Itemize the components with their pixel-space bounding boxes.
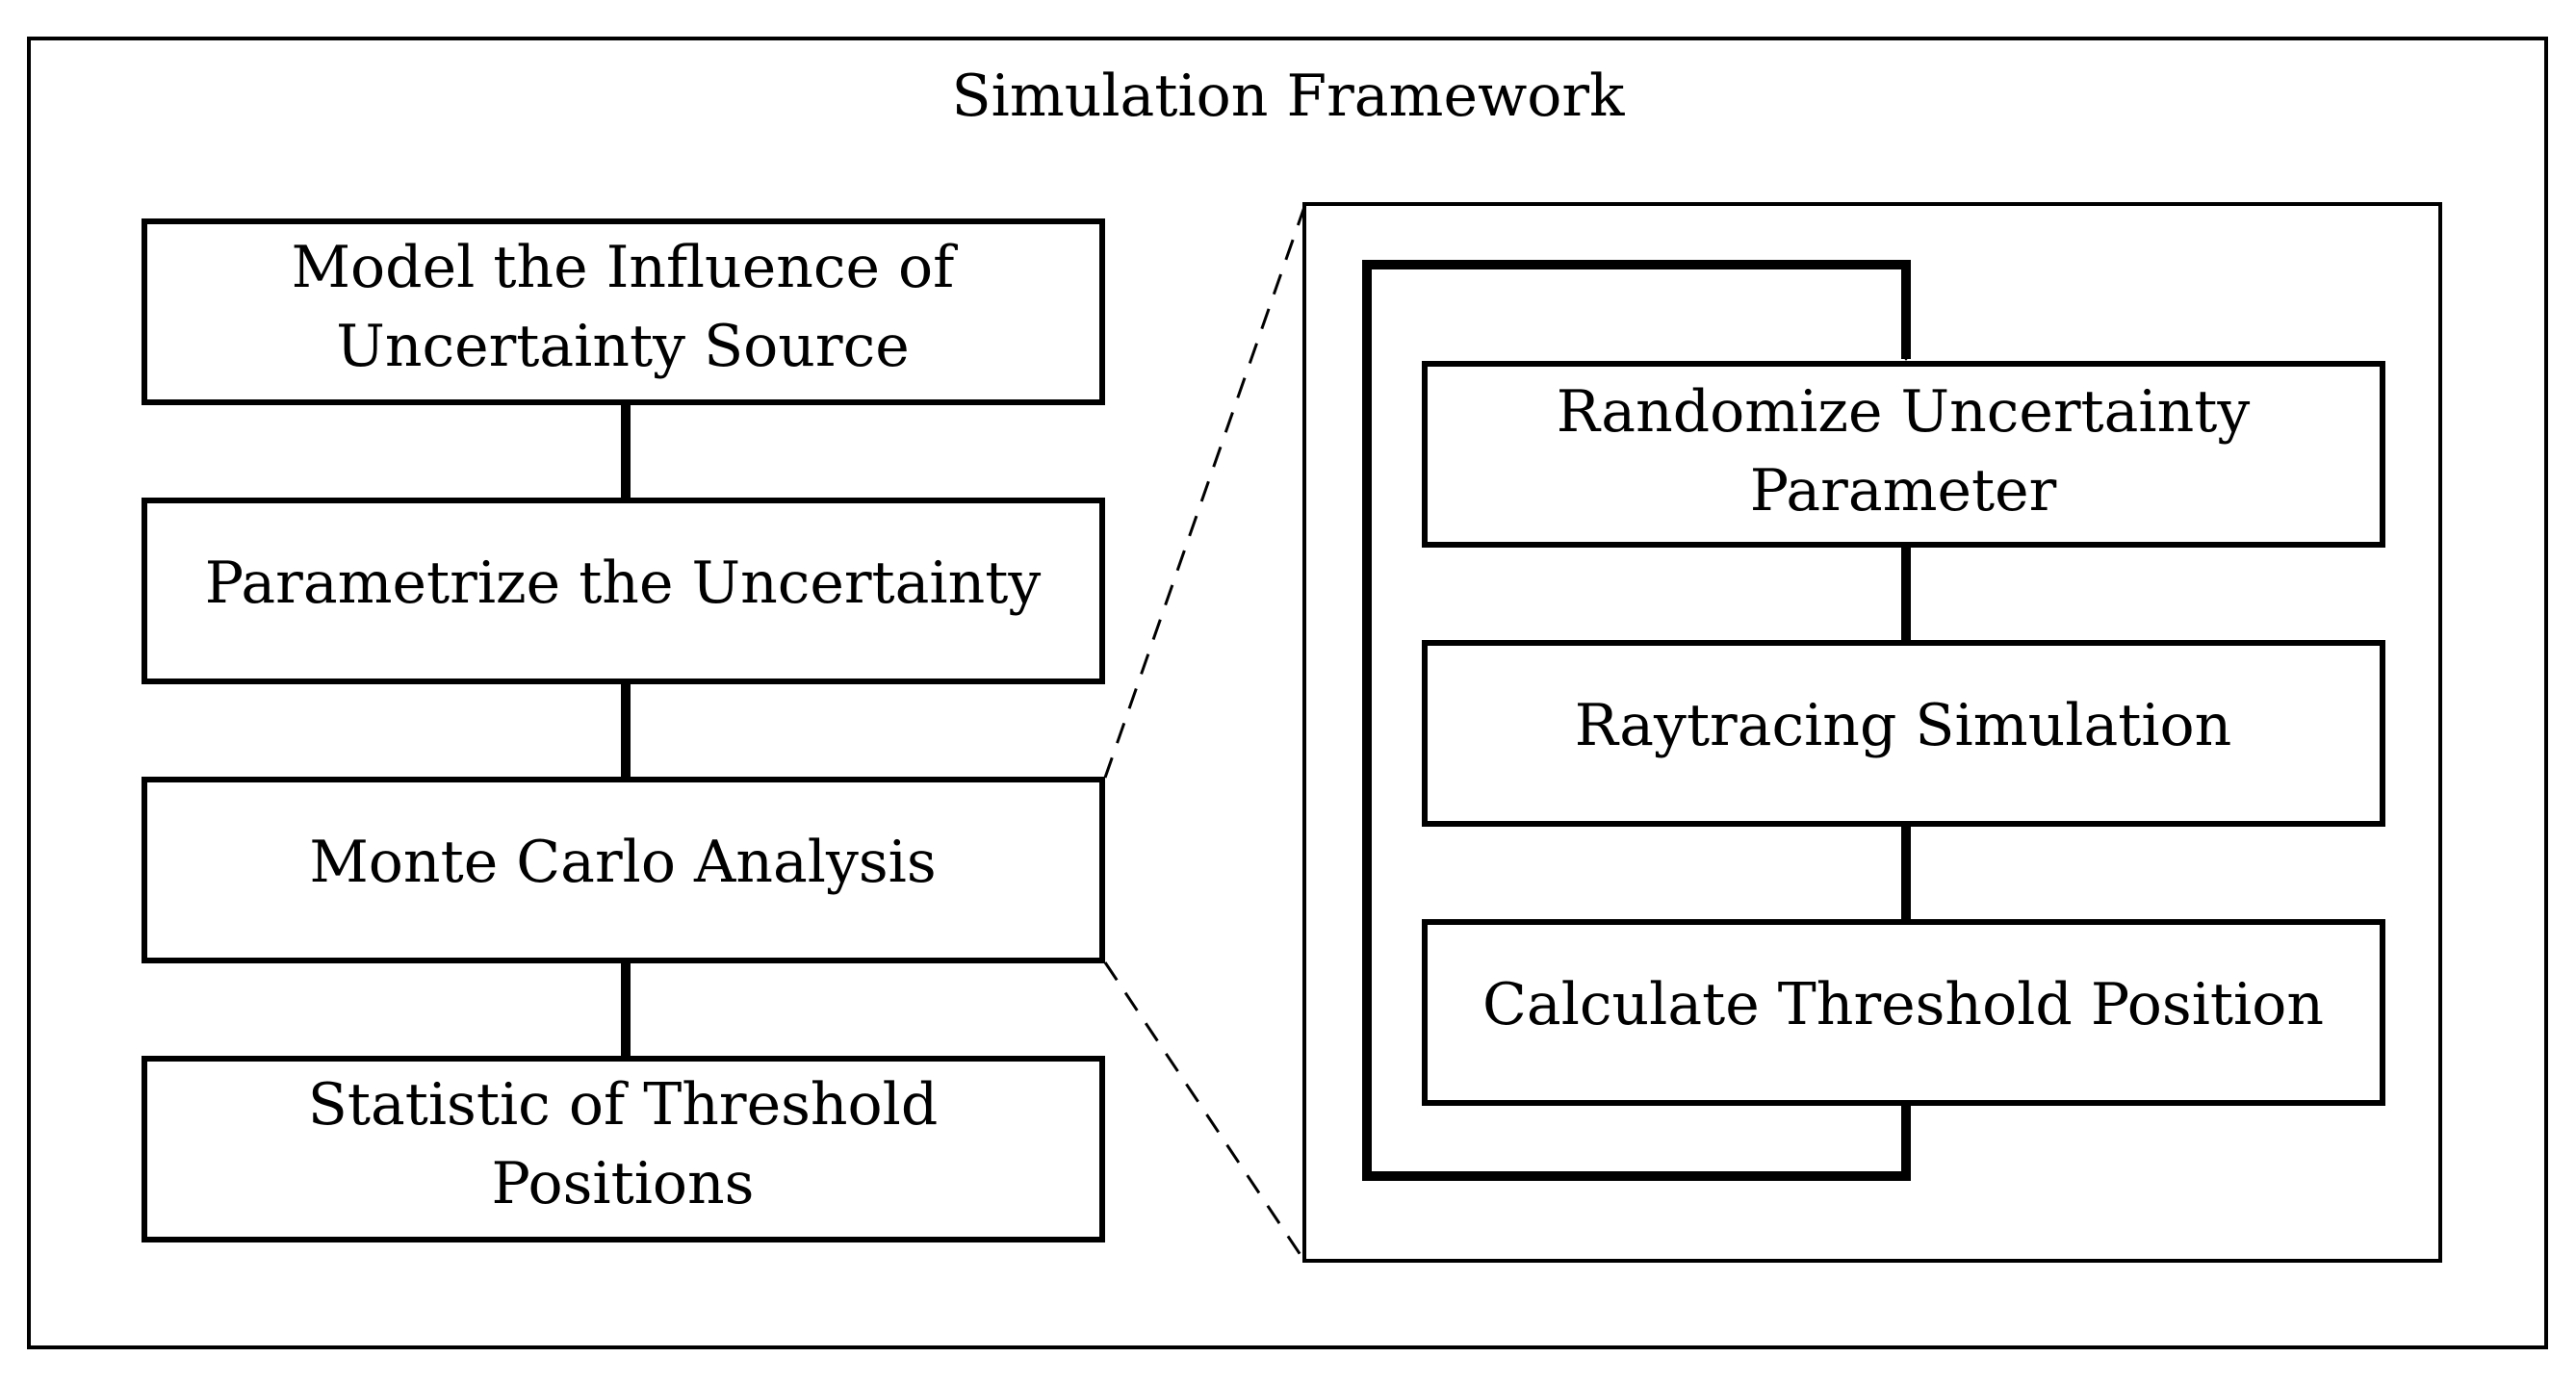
step-label: Calculate Threshold Position <box>1482 971 2324 1038</box>
step-box <box>142 1056 1105 1242</box>
step-label: Monte Carlo Analysis <box>309 829 936 896</box>
framework-border <box>27 37 2548 1349</box>
step-label: Model the Influence of <box>292 234 959 301</box>
step-statistic: Statistic of Threshold Positions <box>142 1056 1105 1242</box>
step-label: Positions <box>492 1150 755 1217</box>
detail-panel <box>1302 202 2442 1263</box>
step-label: Parametrize the Uncertainty <box>205 550 1042 617</box>
step-box <box>142 777 1105 963</box>
step-monte-carlo: Monte Carlo Analysis <box>142 777 1105 963</box>
step-box <box>1422 640 2385 827</box>
step-label: Randomize Uncertainty <box>1557 378 2251 446</box>
step-label: Raytracing Simulation <box>1575 692 2232 759</box>
step-box <box>1422 361 2385 548</box>
step-label: Uncertainty Source <box>336 313 909 380</box>
step-box <box>142 498 1105 684</box>
step-parametrize: Parametrize the Uncertainty <box>142 498 1105 684</box>
step-model-influence: Model the Influence of Uncertainty Sourc… <box>142 218 1105 405</box>
step-box <box>1422 919 2385 1106</box>
zoom-connector-bottom <box>1103 961 1306 1262</box>
step-raytracing: Raytracing Simulation <box>1422 640 2385 827</box>
zoom-connector-top <box>1103 206 1306 779</box>
step-calculate-threshold: Calculate Threshold Position <box>1422 919 2385 1106</box>
step-randomize: Randomize Uncertainty Parameter <box>1422 361 2385 548</box>
step-box <box>142 218 1105 405</box>
step-label: Statistic of Threshold <box>308 1071 938 1139</box>
framework-title: Simulation Framework <box>952 63 1626 130</box>
loop-line <box>1362 260 1911 1181</box>
step-label: Parameter <box>1750 457 2057 525</box>
